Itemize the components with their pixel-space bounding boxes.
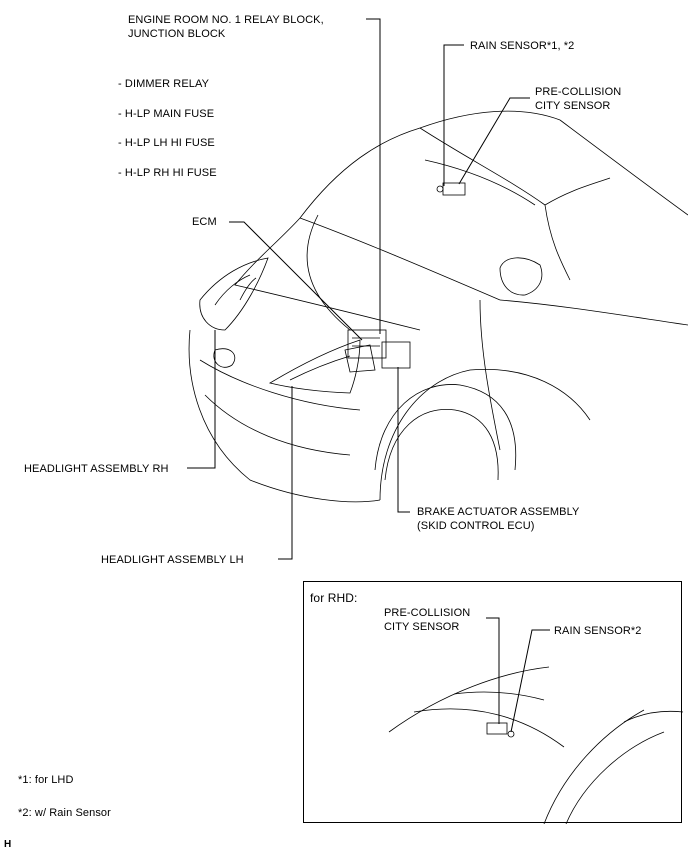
- door-belt: [499, 299, 688, 326]
- rhd-leader-rain: [510, 629, 550, 733]
- rhd-pcs-sensor-shape: [486, 722, 508, 735]
- rhd-inset-drawing: [388, 617, 683, 824]
- brake-actuator-shape: [381, 341, 411, 369]
- label-brake-actuator-assembly: BRAKE ACTUATOR ASSEMBLY (SKID CONTROL EC…: [417, 506, 580, 532]
- label-engine-room-relay-block: ENGINE ROOM NO. 1 RELAY BLOCK, JUNCTION …: [128, 14, 324, 40]
- headlight-lh-shape: [268, 339, 361, 394]
- figure-id: H: [4, 839, 12, 850]
- label-hlp-lh-hi-fuse: - H-LP LH HI FUSE: [118, 137, 215, 149]
- rhd-title: for RHD:: [310, 591, 358, 605]
- wheel-arch: [374, 384, 517, 471]
- windshield-inner: [424, 159, 536, 206]
- label-hlp-rh-hi-fuse: - H-LP RH HI FUSE: [118, 167, 217, 179]
- label-ecm: ECM: [192, 216, 217, 228]
- hood-crease: [306, 214, 351, 331]
- front-bumper: [188, 329, 381, 503]
- label-rain-sensor: RAIN SENSOR*1, *2: [470, 40, 575, 52]
- headlight-rh-shape: [199, 257, 269, 331]
- rhd-windshield-line: [413, 708, 565, 748]
- rhd-inset-box: for RHD: PRE-COLLISION CITY SENSOR RAIN …: [303, 581, 683, 824]
- roof-outline: [419, 110, 561, 129]
- rhd-roof-line: [388, 666, 550, 733]
- roof-rear: [559, 119, 688, 216]
- tire: [384, 408, 499, 481]
- label-dimmer-relay: - DIMMER RELAY: [118, 78, 210, 90]
- label-headlight-assembly-rh: HEADLIGHT ASSEMBLY RH: [24, 463, 169, 475]
- cowl-line: [299, 217, 501, 301]
- a-pillar: [544, 177, 611, 206]
- rhd-label-rain-sensor: RAIN SENSOR*2: [554, 625, 642, 637]
- footnote-rain-sensor: *2: w/ Rain Sensor: [18, 807, 111, 819]
- rhd-rear-pillar: [543, 709, 645, 824]
- ecm-shape: [344, 344, 376, 373]
- lower-grille: [204, 394, 351, 456]
- rhd-leader-pcs: [486, 617, 500, 724]
- label-hlp-main-fuse: - H-LP MAIN FUSE: [118, 108, 215, 120]
- relay-block-shape: [347, 329, 387, 359]
- door-front: [479, 299, 501, 451]
- footnote-lhd: *1: for LHD: [18, 774, 74, 786]
- label-pre-collision-city-sensor: PRE-COLLISION CITY SENSOR: [535, 86, 622, 112]
- fender: [379, 368, 591, 501]
- sensor-shape: [442, 182, 466, 196]
- mirror: [499, 257, 543, 296]
- fog-area: [213, 348, 236, 368]
- windshield-outline: [299, 127, 546, 219]
- label-headlight-assembly-lh: HEADLIGHT ASSEMBLY LH: [101, 554, 244, 566]
- hood-outline: [234, 217, 421, 331]
- rhd-label-pre-collision-city-sensor: PRE-COLLISION CITY SENSOR: [384, 607, 471, 633]
- leader-lines: [187, 18, 530, 560]
